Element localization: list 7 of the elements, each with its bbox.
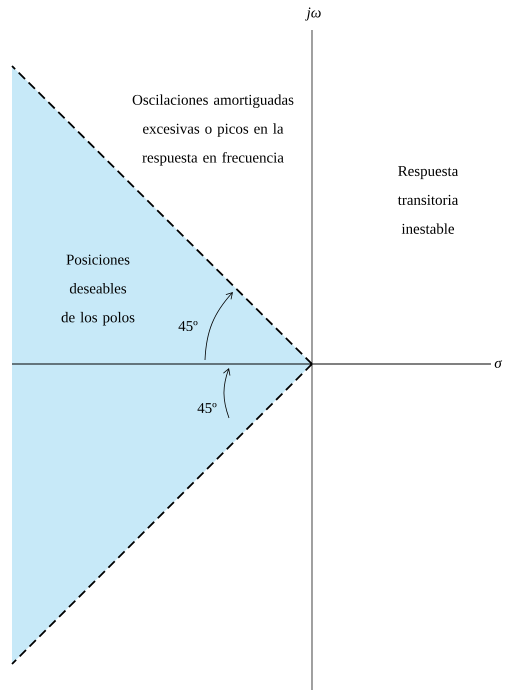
region-label: Oscilaciones amortiguadas excesivas o picos en la respuesta en frecuencia <box>132 94 294 166</box>
region-label: Posiciones deseables de los polos <box>62 254 134 326</box>
axis-label: jω <box>305 7 321 21</box>
region-label: Respuesta transitoria inestable <box>398 166 458 234</box>
axis-label: σ <box>494 360 502 368</box>
angle-label: 45º <box>178 320 198 332</box>
angle-label: 45º <box>198 402 216 414</box>
